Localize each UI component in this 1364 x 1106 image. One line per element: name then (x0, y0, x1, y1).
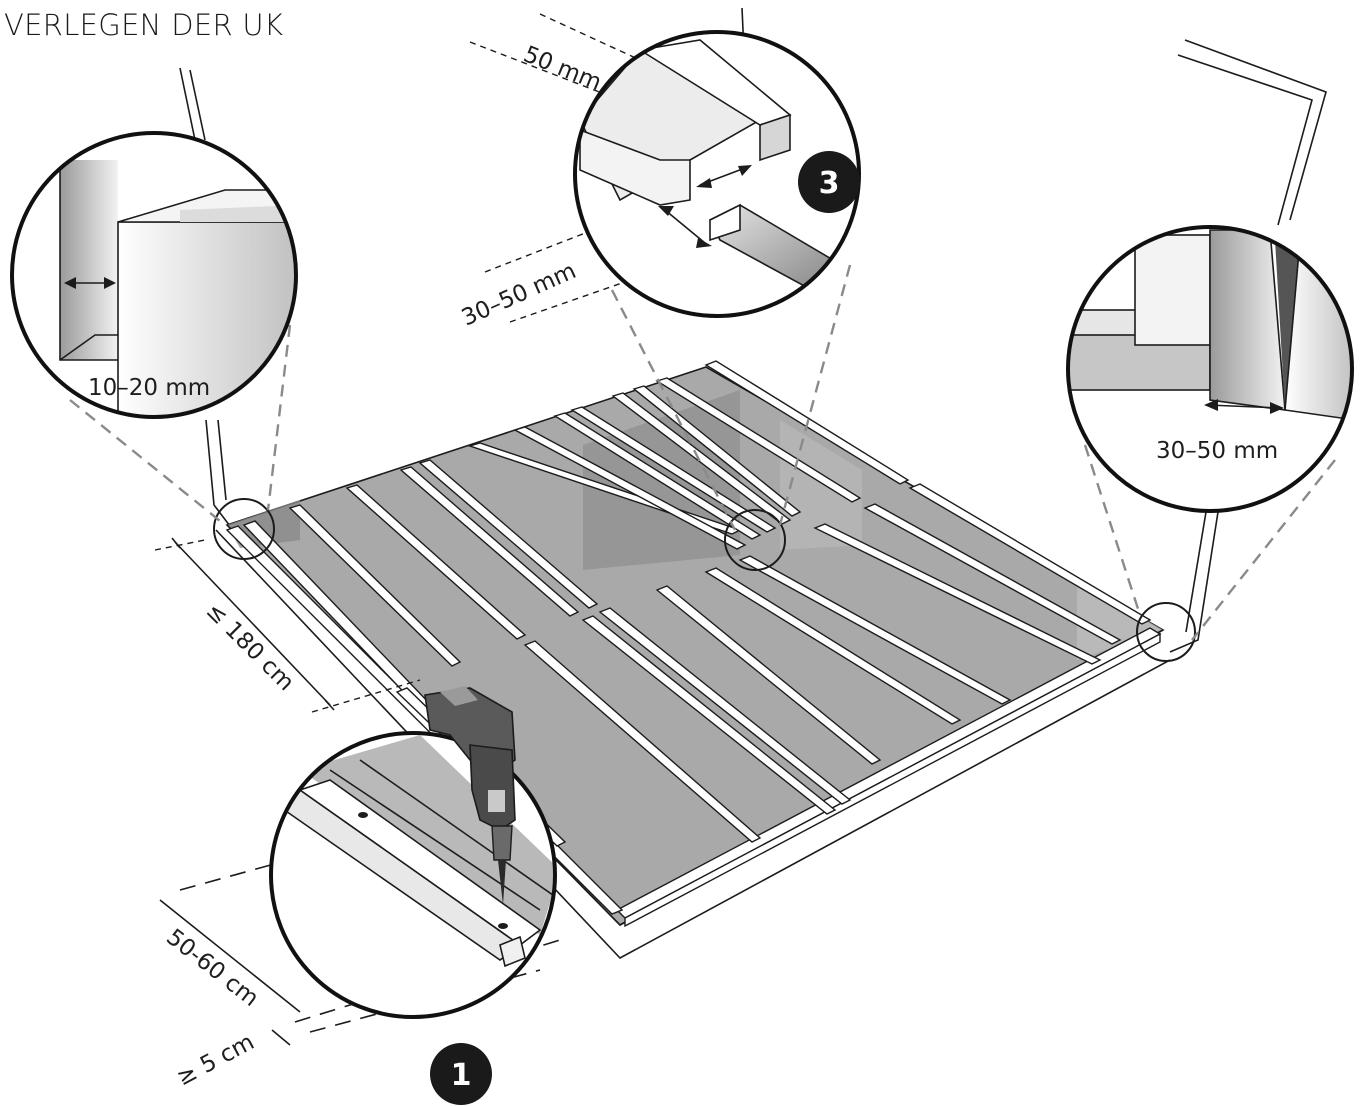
detail-markers (213, 498, 1196, 662)
step-badge-one-label: 1 (451, 1058, 472, 1093)
label-batten-gap-end: 30–50 mm (458, 258, 580, 331)
label-max-length: ≤ 180 cm (201, 598, 299, 696)
detail-screw-position (269, 731, 557, 1019)
detail-batten-joint (573, 30, 861, 318)
label-batten-gap-right: 30–50 mm (1156, 438, 1278, 464)
marker-wall-gap (213, 498, 275, 560)
connector-lines (69, 264, 1336, 641)
drill-icon (424, 686, 516, 905)
step-badge-one: 1 (430, 1043, 492, 1105)
detail-wall-gap (10, 131, 298, 419)
label-batten-gap-top: 50 mm (520, 41, 605, 96)
detail-corner-gap (1066, 225, 1354, 513)
label-spacing: 50-60 cm (161, 924, 263, 1012)
marker-batten-gap (724, 509, 786, 571)
page-title: VERLEGEN DER UK (4, 8, 284, 42)
label-edge-distance: ≥ 5 cm (173, 1029, 259, 1091)
step-badge-three: 3 (798, 151, 860, 213)
label-wall-gap: 10–20 mm (88, 375, 210, 401)
step-badge-three-label: 3 (819, 166, 840, 201)
room-walls (179, 7, 1327, 653)
marker-corner (1136, 602, 1196, 662)
